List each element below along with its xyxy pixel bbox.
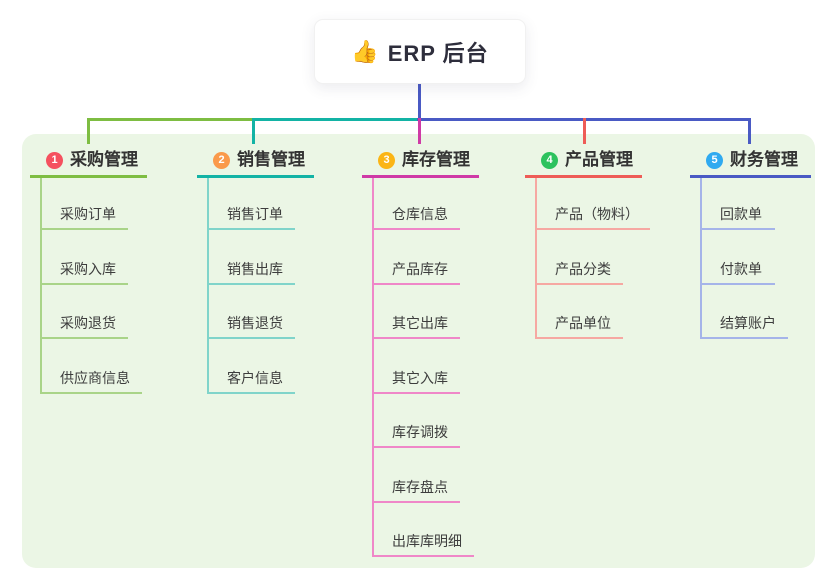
root-stem-line	[417, 82, 421, 121]
branch-drop-line	[252, 118, 255, 144]
child-underline	[207, 391, 295, 394]
branch-number-badge: 3	[378, 152, 395, 169]
branch-drop-line	[87, 118, 90, 144]
child-node-label[interactable]: 产品库存	[392, 260, 448, 277]
child-underline	[700, 337, 788, 339]
child-underline	[207, 337, 295, 339]
thumbs-up-icon: 👍	[351, 38, 379, 64]
branch-underline	[525, 175, 642, 178]
child-underline	[372, 391, 460, 394]
child-node-label[interactable]: 采购订单	[60, 206, 116, 222]
root-title: ERP 后台	[387, 40, 489, 66]
branch-underline	[690, 175, 811, 178]
child-underline	[40, 228, 128, 230]
branch-title[interactable]: 销售管理	[237, 150, 305, 169]
branch-trunk-line	[372, 178, 374, 557]
child-underline	[372, 500, 460, 503]
branch-title[interactable]: 采购管理	[70, 150, 138, 169]
child-node-label[interactable]: 库存调拨	[392, 424, 448, 440]
child-node-label[interactable]: 采购入库	[60, 260, 116, 277]
child-node-label[interactable]: 其它入库	[392, 369, 448, 386]
child-node-label[interactable]: 产品分类	[555, 260, 611, 277]
child-node-label[interactable]: 销售出库	[227, 260, 283, 277]
branch-title[interactable]: 财务管理	[730, 150, 798, 169]
branch-underline	[197, 175, 314, 178]
branch-trunk-line	[40, 178, 42, 394]
child-node-label[interactable]: 其它出库	[392, 315, 448, 331]
child-underline	[372, 337, 460, 339]
child-node-label[interactable]: 回款单	[720, 206, 762, 222]
branch-underline	[362, 175, 479, 178]
child-underline	[535, 282, 623, 285]
child-underline	[700, 228, 775, 230]
child-node-label[interactable]: 结算账户	[720, 315, 776, 331]
child-underline	[372, 555, 474, 557]
child-node-label[interactable]: 产品单位	[555, 315, 611, 331]
branch-underline	[30, 175, 147, 178]
child-underline	[40, 282, 128, 285]
child-underline	[372, 228, 460, 230]
branch-trunk-line	[535, 178, 537, 339]
branch-number-badge: 5	[706, 152, 723, 169]
branch-drop-line	[417, 118, 421, 144]
child-node-label[interactable]: 仓库信息	[392, 206, 448, 222]
child-underline	[535, 337, 623, 339]
branch-drop-line	[748, 118, 751, 144]
child-underline	[372, 282, 460, 285]
bus-segment-middle	[252, 118, 420, 121]
branch-trunk-line	[207, 178, 209, 394]
branch-trunk-line	[700, 178, 702, 339]
child-node-label[interactable]: 出库库明细	[392, 533, 462, 549]
branch-title[interactable]: 产品管理	[565, 150, 633, 169]
child-node-label[interactable]: 供应商信息	[60, 369, 130, 386]
child-underline	[207, 228, 295, 230]
root-node[interactable]: 👍 ERP 后台	[314, 19, 526, 84]
bus-segment-left	[87, 118, 254, 121]
child-node-label[interactable]: 产品（物料）	[555, 206, 639, 222]
branch-drop-line	[582, 118, 586, 144]
branch-number-badge: 2	[213, 152, 230, 169]
child-underline	[372, 446, 460, 448]
child-underline	[40, 391, 142, 394]
branch-number-badge: 4	[541, 152, 558, 169]
child-underline	[700, 282, 775, 285]
child-node-label[interactable]: 客户信息	[227, 369, 283, 386]
branches-panel	[22, 134, 815, 568]
branch-title[interactable]: 库存管理	[402, 150, 470, 169]
child-underline	[207, 282, 295, 285]
child-underline	[40, 337, 128, 339]
branch-number-badge: 1	[46, 152, 63, 169]
child-node-label[interactable]: 销售订单	[227, 206, 283, 222]
child-underline	[535, 228, 650, 230]
child-node-label[interactable]: 付款单	[720, 260, 762, 277]
child-node-label[interactable]: 采购退货	[60, 315, 116, 331]
child-node-label[interactable]: 库存盘点	[392, 478, 448, 495]
child-node-label[interactable]: 销售退货	[227, 315, 283, 331]
